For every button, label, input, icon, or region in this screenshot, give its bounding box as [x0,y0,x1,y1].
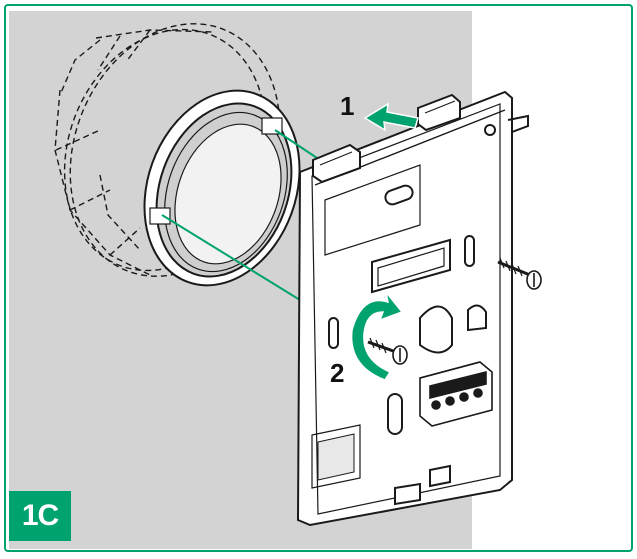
rotate-arrow [350,291,404,381]
slide-arrow [363,102,419,132]
figure-badge-background [9,491,71,541]
mounting-plate [296,90,529,527]
figure-border [4,4,633,552]
screw-right [497,257,542,290]
terminal-block [419,361,493,427]
figure-badge-label: 1C [21,499,59,532]
step-1-label: 1 [340,91,355,121]
step-2-label: 2 [330,358,345,388]
screw-left [367,337,408,365]
